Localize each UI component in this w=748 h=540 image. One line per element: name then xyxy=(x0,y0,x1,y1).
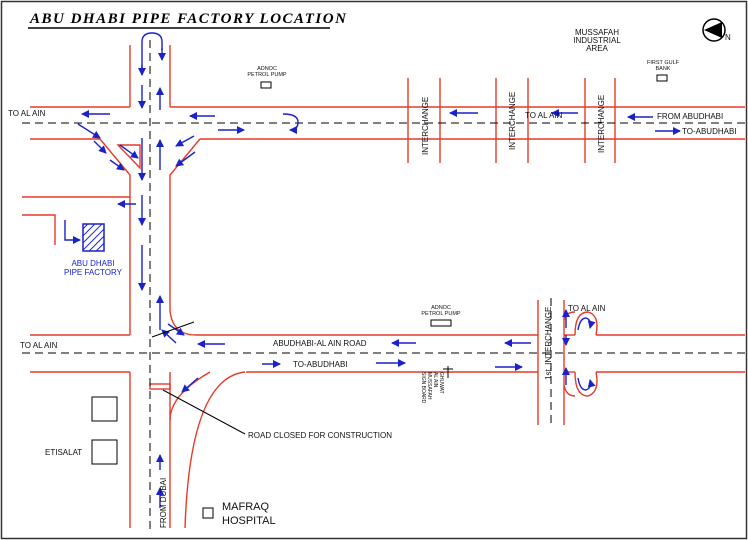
label-pipe-factory-1: ABU DHABI xyxy=(71,259,114,268)
buildings xyxy=(91,74,668,519)
label-from-abudhabi: FROM ABUDHABI xyxy=(657,112,723,121)
adnoc-bottom-building xyxy=(430,319,452,327)
label-bank-1: FIRST GULF xyxy=(647,60,680,66)
label-pipe-factory-2: PIPE FACTORY xyxy=(64,268,123,277)
label-to-al-ain-right: TO AL AIN xyxy=(568,304,606,313)
label-road-closed: ROAD CLOSED FOR CONSTRUCTION xyxy=(248,431,392,440)
traffic-arrows xyxy=(64,32,681,508)
north-arrow-icon: N xyxy=(702,18,731,42)
label-adnoc-top-2: PETROL PUMP xyxy=(247,72,287,78)
label-sign-4: GHUWAT xyxy=(438,372,444,394)
label-to-abudhabi-mid: TO-ABUDHABI xyxy=(293,360,348,369)
label-interchange-1: INTERCHANGE xyxy=(421,97,430,155)
label-mussafah-3: AREA xyxy=(586,44,608,53)
label-mussafah-1: MUSSAFAH xyxy=(575,28,619,37)
label-first-interchange: 1st. INTERCHANGE xyxy=(544,307,553,380)
label-interchange-3: INTERCHANGE xyxy=(597,95,606,153)
label-to-abudhabi-top: TO-ABUDHABI xyxy=(682,127,737,136)
road-network xyxy=(22,45,745,529)
label-bank-2: BANK xyxy=(656,66,671,72)
label-etisalat: ETISALAT xyxy=(45,448,82,457)
label-to-al-ain-top: TO AL AIN xyxy=(8,109,46,118)
label-main-road: ABUDHABI-AL AIN ROAD xyxy=(273,339,367,348)
label-mussafah-2: INDUSTRIAL xyxy=(573,36,621,45)
leader-lines xyxy=(151,321,246,435)
label-from-dubai: FROM DUBAI xyxy=(159,478,168,528)
pipe-factory-building xyxy=(82,223,105,252)
label-hospital: HOSPITAL xyxy=(222,515,276,527)
bank-building xyxy=(656,74,668,82)
adnoc-top-building xyxy=(260,81,272,89)
label-to-al-ain-mid: TO AL AIN xyxy=(20,341,58,350)
hospital-building xyxy=(202,507,214,519)
label-adnoc-bottom-1: ADNOC xyxy=(431,305,451,311)
building-1 xyxy=(91,396,118,422)
label-adnoc-bottom-2: PETROL PUMP xyxy=(421,311,461,317)
sign-board: SIGN BOARD MUSSAFAH AL AIN GHUWAT xyxy=(420,366,453,404)
road-centerlines xyxy=(22,40,745,530)
label-sign-1: SIGN BOARD xyxy=(420,372,426,404)
label-interchange-2: INTERCHANGE xyxy=(508,92,517,150)
svg-text:N: N xyxy=(725,33,731,42)
label-adnoc-top-1: ADNOC xyxy=(257,66,277,72)
label-to-al-ain-top-mid: TO AL AIN xyxy=(525,111,563,120)
label-mafraq: MAFRAQ xyxy=(222,501,270,513)
label-sign-3: AL AIN xyxy=(432,372,438,388)
map-title: ABU DHABI PIPE FACTORY LOCATION xyxy=(29,11,347,27)
map-labels: TO AL AIN TO AL AIN FROM ABUDHABI TO-ABU… xyxy=(8,28,737,528)
etisalat-building xyxy=(91,439,118,465)
label-sign-2: MUSSAFAH xyxy=(426,372,432,400)
